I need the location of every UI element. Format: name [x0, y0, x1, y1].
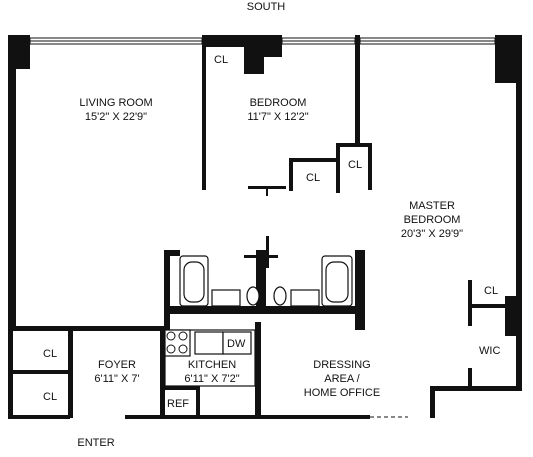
- windows: [29, 37, 496, 45]
- wall-east: [516, 83, 522, 388]
- wall-closet2-west: [289, 158, 293, 191]
- wall-entry-right: [125, 415, 370, 419]
- bedroom-name: BEDROOM: [249, 97, 307, 109]
- compass-text: SOUTH: [246, 1, 286, 13]
- wall-closet-west: [336, 143, 340, 193]
- dishwasher: [222, 331, 252, 355]
- wall-bedroom-column: [264, 35, 282, 57]
- kitchen-size: 6'11" X 7'2": [184, 373, 240, 385]
- wall-door-stub: [266, 186, 268, 196]
- wall-kitchen-west: [160, 326, 165, 416]
- bedroom-label: BEDROOM 11'7" X 12'2": [247, 96, 308, 124]
- wall-closet-top: [336, 143, 371, 147]
- toilet-left: [246, 286, 260, 306]
- wall-bath-east: [355, 250, 365, 330]
- compass-label: SOUTH: [247, 0, 286, 14]
- stove-burners: [166, 331, 188, 354]
- wall-east-bump: [505, 296, 522, 336]
- closet-label-center: CL: [306, 172, 321, 184]
- wall-bath-south: [164, 306, 365, 314]
- wall-living-south: [8, 326, 163, 331]
- wall-ne-corner: [495, 35, 522, 83]
- closet-label-foyer-lower: CL: [43, 391, 58, 403]
- wall-bath-nw: [164, 250, 180, 256]
- wall-master-south: [430, 386, 522, 391]
- wall-entry-left: [8, 415, 70, 419]
- living-room-name: LIVING ROOM: [79, 97, 153, 109]
- wall-bath-divider: [256, 250, 266, 308]
- kitchen-sink: [194, 331, 224, 355]
- dressing-area-line-2: AREA /: [324, 373, 360, 385]
- bathtub-right-basin: [325, 261, 349, 303]
- wall-living-bedroom: [202, 35, 206, 190]
- living-room-label: LIVING ROOM 15'2" X 22'9": [79, 96, 152, 124]
- closet-label-foyer-upper: CL: [43, 348, 58, 360]
- wall-entry-jamb: [430, 386, 435, 418]
- kitchen-name: KITCHEN: [187, 359, 237, 371]
- wall-wic-shelf: [468, 304, 516, 308]
- master-bedroom-label: MASTER BEDROOM 20'3" X 29'9": [401, 199, 463, 241]
- wall-bedroom-north: [202, 35, 282, 47]
- closet-label-master: CL: [348, 159, 363, 171]
- dressing-area-line-3: HOME OFFICE: [303, 387, 381, 399]
- wall-closet2-top: [289, 158, 336, 162]
- kitchen-label: KITCHEN 6'11" X 7'2": [184, 358, 239, 386]
- foyer-name: FOYER: [98, 359, 136, 371]
- entry-label: ENTER: [77, 436, 114, 450]
- toilet-right: [273, 286, 287, 306]
- dishwasher-label: DW: [227, 338, 246, 350]
- foyer-size: 6'11" X 7': [94, 373, 140, 385]
- dressing-area-label: DRESSING AREA / HOME OFFICE: [304, 358, 380, 400]
- wall-bath-cross: [244, 255, 278, 258]
- wall-nw-corner: [8, 35, 30, 69]
- foyer-label: FOYER 6'11" X 7': [94, 358, 139, 386]
- bathtub-left-basin: [183, 261, 205, 303]
- wall-kitchen-east: [255, 322, 261, 418]
- wall-wic-lower: [468, 368, 472, 388]
- wall-bedroom-closet: [244, 47, 264, 74]
- living-room-size: 15'2" X 22'9": [84, 111, 148, 123]
- burner: [178, 331, 188, 341]
- sink-left: [211, 289, 241, 307]
- entry-text: ENTER: [77, 437, 115, 449]
- walls: [8, 35, 522, 419]
- wall-closet-divider: [8, 370, 73, 374]
- wall-wic-west: [468, 280, 472, 326]
- master-bedroom-size: 20'3" X 29'9": [400, 228, 464, 240]
- wall-ref-top: [163, 386, 198, 390]
- wall-bath-stub: [266, 236, 269, 268]
- refrigerator-label: REF: [167, 398, 189, 410]
- sink-right: [290, 289, 320, 307]
- dressing-area-line-1: DRESSING: [313, 359, 371, 371]
- closet-label-bedroom: CL: [214, 54, 229, 66]
- burner: [166, 344, 176, 354]
- wall-bedroom-master: [355, 35, 360, 147]
- walk-in-closet-label: WIC: [479, 345, 501, 357]
- wall-ref-side: [196, 386, 200, 416]
- bedroom-size: 11'7" X 12'2": [247, 111, 309, 123]
- burner: [178, 344, 188, 354]
- wall-bath-west: [164, 250, 170, 330]
- wall-west: [8, 35, 16, 330]
- master-bedroom-name-1: MASTER: [409, 200, 455, 212]
- master-bedroom-name-2: BEDROOM: [403, 214, 461, 226]
- closet-label-wic-shelf: CL: [484, 285, 499, 297]
- wall-closet-east: [368, 143, 372, 190]
- wall-west-lower: [8, 326, 13, 418]
- burner: [166, 331, 176, 341]
